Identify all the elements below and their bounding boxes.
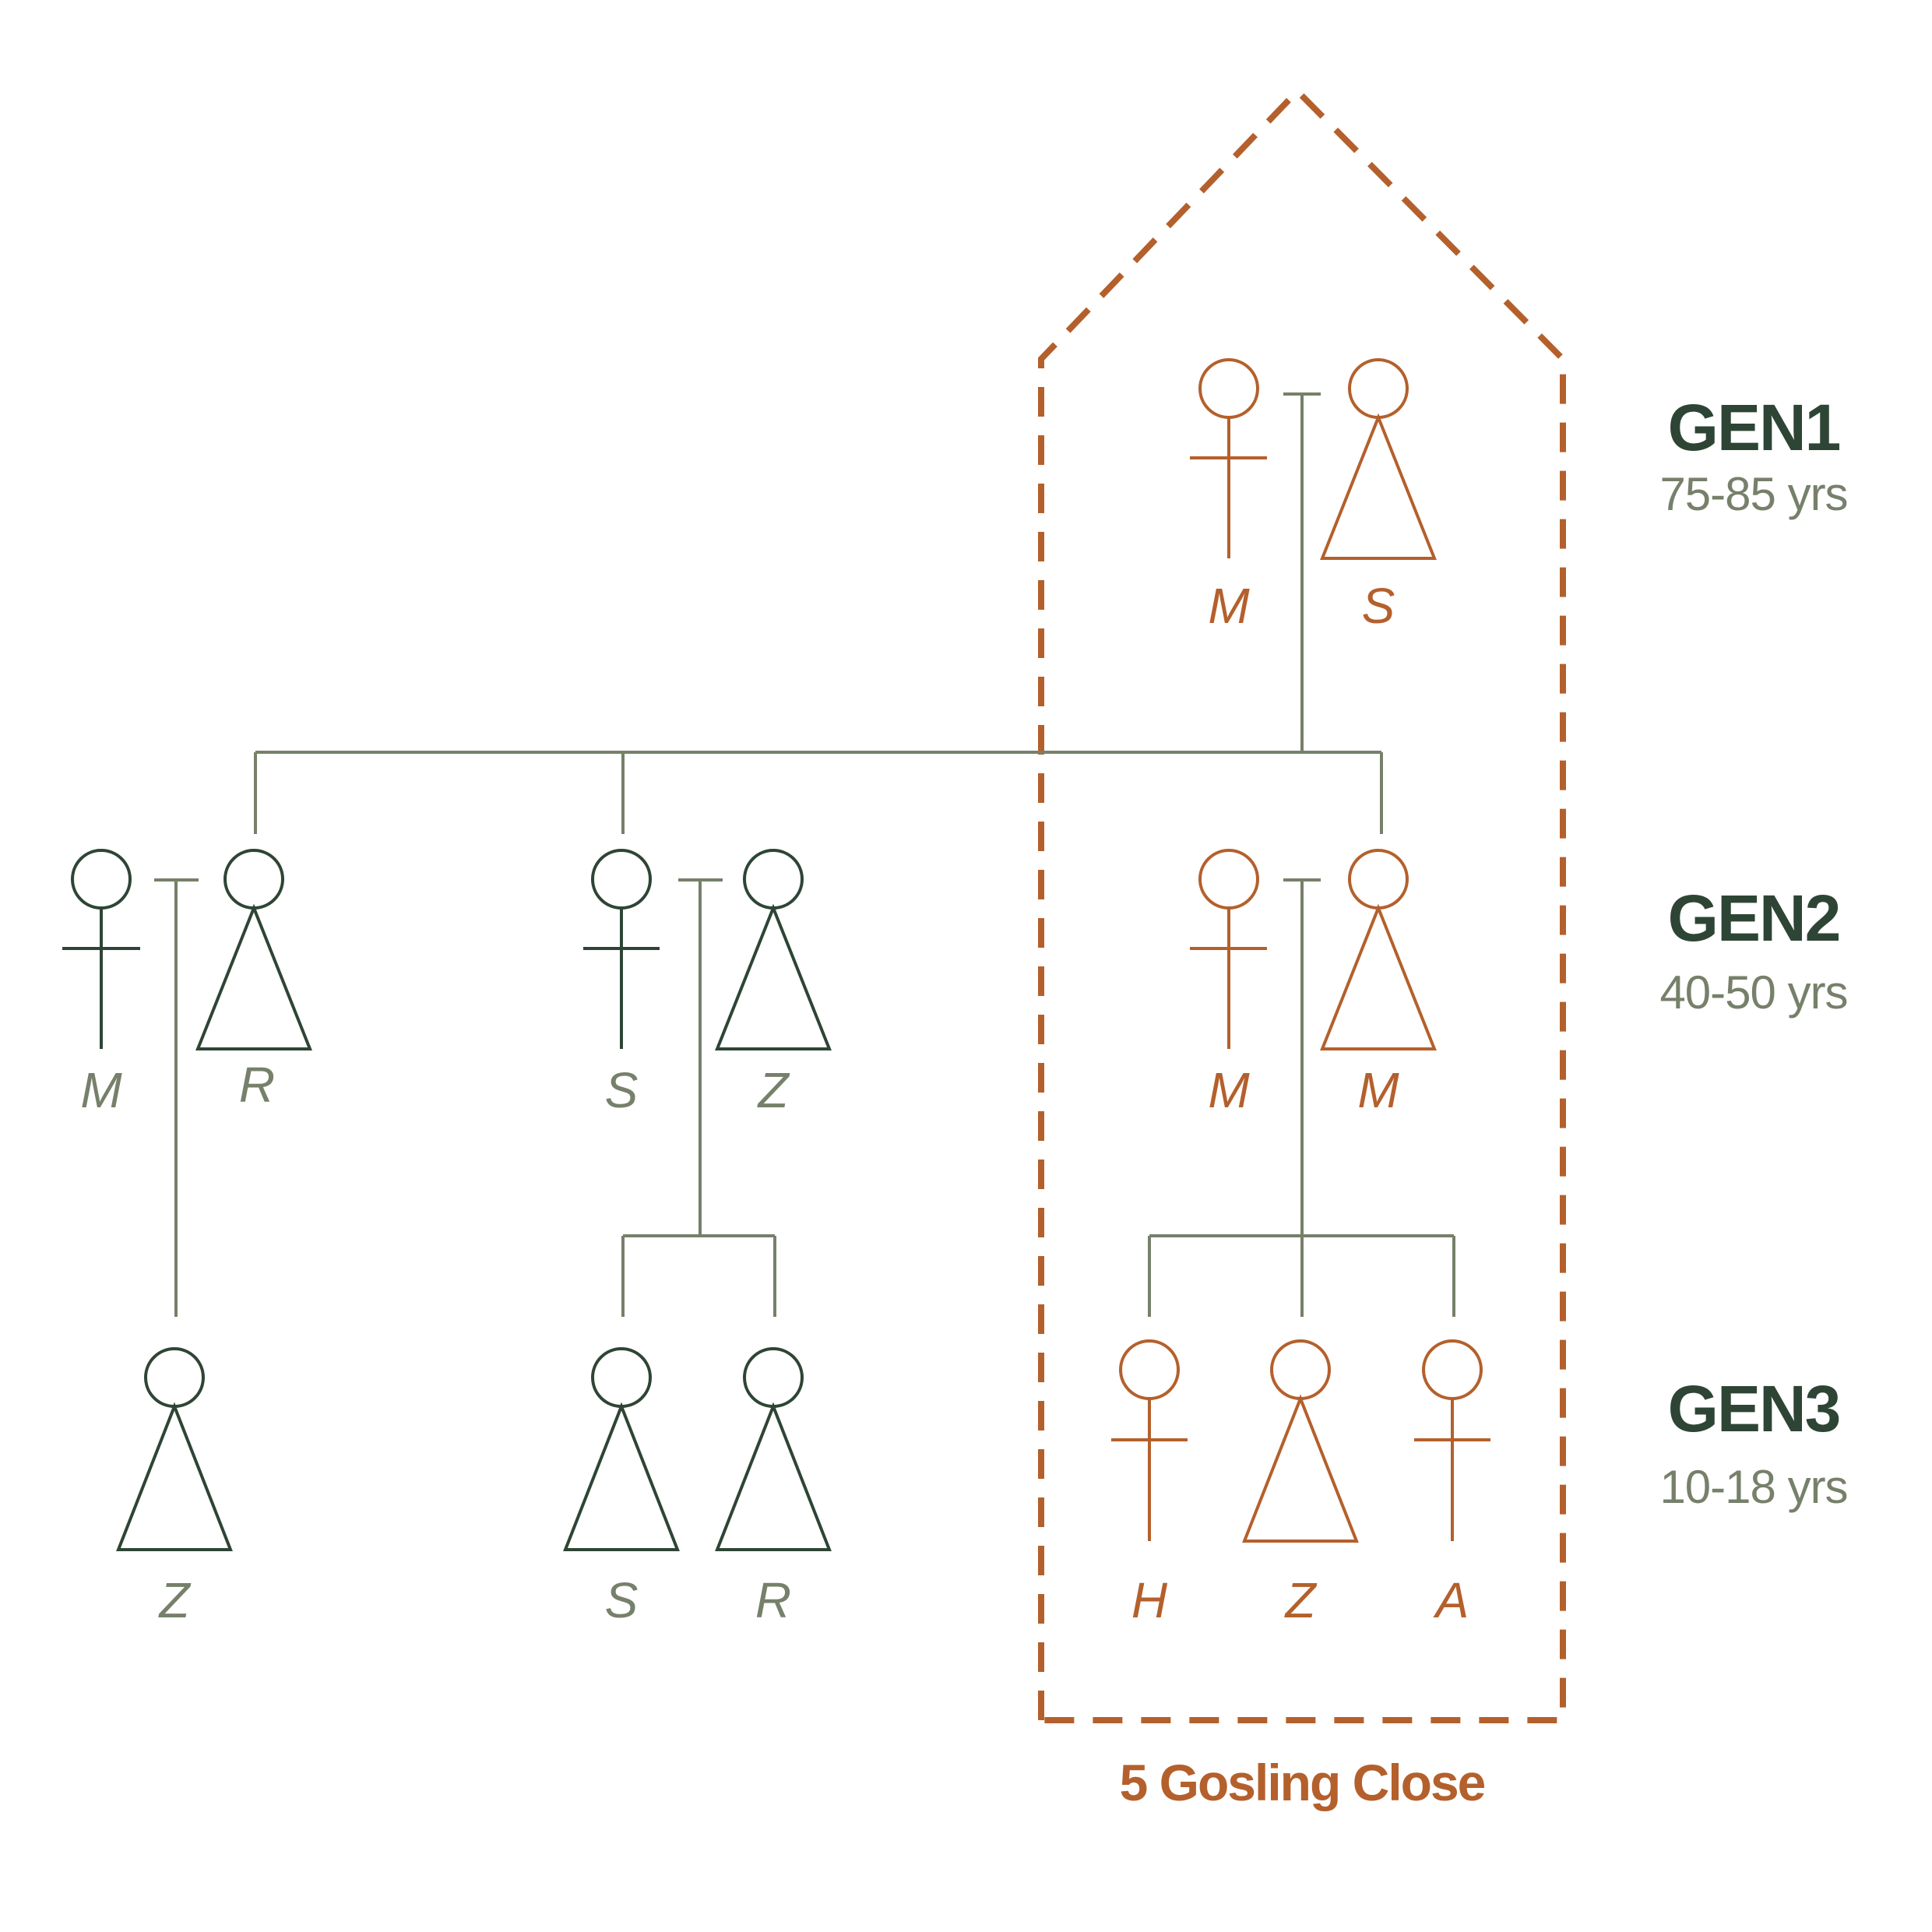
female-symbol-icon: [1190, 358, 1267, 558]
generation-title: GEN2: [1668, 882, 1840, 955]
female-symbol-icon: [62, 849, 140, 1049]
generation-label-gen3: GEN3 10-18 yrs: [1659, 1372, 1848, 1513]
generation-title: GEN3: [1668, 1372, 1840, 1445]
household-outline: [1038, 86, 1566, 1723]
generation-label-gen2: GEN2 40-50 yrs: [1659, 882, 1848, 1019]
generation-age-range: 75-85 yrs: [1659, 468, 1847, 520]
person-initial: Z: [157, 1572, 191, 1628]
person-gen2b-male: [715, 849, 832, 1050]
person-gen3b-male2: [715, 1347, 832, 1551]
person-initial: M: [1208, 578, 1250, 634]
person-gen1-male: [1320, 358, 1437, 560]
female-symbol-icon: [1414, 1339, 1490, 1541]
person-initial: R: [239, 1057, 275, 1113]
female-symbol-icon: [1111, 1339, 1188, 1541]
person-initial: R: [755, 1572, 791, 1628]
person-initial: S: [1362, 578, 1395, 634]
person-initial: M: [1208, 1062, 1250, 1118]
person-initial: M: [1357, 1062, 1399, 1118]
person-gen3c-female2: [1414, 1339, 1490, 1541]
generation-label-gen1: GEN1 75-85 yrs: [1659, 391, 1848, 520]
person-initial: M: [80, 1062, 122, 1118]
person-initial: Z: [1283, 1572, 1317, 1628]
person-gen2c-female: [1190, 849, 1267, 1049]
male-symbol-icon: [715, 1347, 832, 1551]
generation-age-range: 40-50 yrs: [1659, 966, 1847, 1019]
male-symbol-icon: [1320, 358, 1437, 560]
person-gen2a-male: [195, 849, 312, 1050]
person-gen2b-female: [583, 849, 660, 1049]
person-initial: S: [605, 1572, 639, 1628]
male-symbol-icon: [116, 1347, 233, 1551]
female-symbol-icon: [1190, 849, 1267, 1049]
male-symbol-icon: [1242, 1339, 1359, 1543]
male-symbol-icon: [563, 1347, 680, 1551]
male-symbol-icon: [1320, 849, 1437, 1050]
person-initial: S: [605, 1062, 639, 1118]
person-initial: A: [1433, 1572, 1469, 1628]
person-initial: Z: [756, 1062, 790, 1118]
generation-title: GEN1: [1668, 391, 1840, 464]
household-label: 5 Gosling Close: [1120, 1754, 1485, 1811]
male-symbol-icon: [195, 849, 312, 1050]
female-symbol-icon: [583, 849, 660, 1049]
person-gen3c-female1: [1111, 1339, 1188, 1541]
person-gen2a-female: [62, 849, 140, 1049]
person-gen2c-male: [1320, 849, 1437, 1050]
person-gen3b-male1: [563, 1347, 680, 1551]
male-symbol-icon: [715, 849, 832, 1050]
person-gen1-female: [1190, 358, 1267, 558]
person-gen3a-male: [116, 1347, 233, 1551]
connector-lines: [154, 392, 1455, 1317]
person-gen3c-male: [1242, 1339, 1359, 1543]
person-initial: H: [1131, 1572, 1168, 1628]
generation-age-range: 10-18 yrs: [1659, 1461, 1847, 1513]
